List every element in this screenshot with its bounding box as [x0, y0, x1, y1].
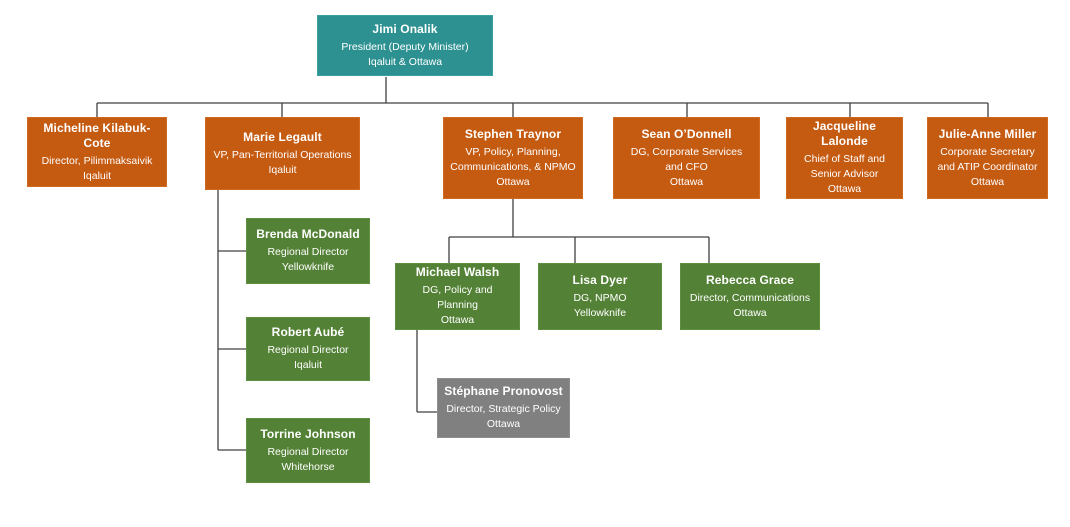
- role-line: Iqaluit: [293, 359, 323, 371]
- person-name: Stéphane Pronovost: [444, 384, 563, 398]
- role-line: Senior Advisor: [810, 168, 879, 180]
- person-roles: VP, Policy, Planning, Communications, & N…: [450, 145, 575, 190]
- person-roles: President (Deputy Minister) Iqaluit & Ott…: [341, 40, 468, 70]
- role-line: Communications, & NPMO: [450, 160, 576, 173]
- role-line: Director, Pilimmaksaivik: [41, 154, 153, 167]
- org-node-vp-policy-planning: Stephen Traynor VP, Policy, Planning, Com…: [443, 117, 583, 199]
- person-name: Sean O’Donnell: [641, 126, 732, 141]
- role-line: Ottawa: [486, 418, 521, 430]
- person-name: Rebecca Grace: [705, 272, 795, 287]
- role-line: DG, Corporate Services: [630, 145, 743, 158]
- role-line: Regional Director: [267, 445, 349, 458]
- role-line: Regional Director: [267, 344, 349, 356]
- person-name: Jacqueline Lalonde: [812, 119, 877, 148]
- role-line: Ottawa: [440, 314, 475, 326]
- role-line: Ottawa: [970, 175, 1005, 188]
- role-line: Chief of Staff and: [804, 153, 885, 165]
- person-name: Stephen Traynor: [464, 126, 562, 141]
- role-line: Iqaluit & Ottawa: [367, 55, 443, 68]
- role-line: DG, NPMO: [573, 291, 627, 304]
- role-line: Director, Strategic Policy: [446, 403, 561, 415]
- role-line: Whitehorse: [281, 460, 335, 473]
- role-line: Ottawa: [827, 183, 862, 195]
- person-name: Jimi Onalik: [372, 21, 438, 36]
- person-name: Lisa Dyer: [572, 272, 628, 287]
- person-name: Robert Aubé: [271, 325, 345, 339]
- person-roles: DG, Corporate Services and CFO Ottawa: [631, 145, 742, 190]
- org-node-director-strategic-policy: Stéphane Pronovost Director, Strategic P…: [437, 378, 570, 438]
- org-node-vp-pan-territorial: Marie Legault VP, Pan-Territorial Operat…: [205, 117, 360, 190]
- org-node-president: Jimi Onalik President (Deputy Minister) I…: [317, 15, 493, 76]
- role-line: Regional Director: [267, 246, 349, 258]
- person-roles: DG, NPMO Yellowknife: [573, 291, 626, 321]
- role-line: DG, Policy and Planning: [422, 284, 493, 311]
- org-node-dg-npmo: Lisa Dyer DG, NPMO Yellowknife: [538, 263, 662, 330]
- person-name: Torrine Johnson: [260, 426, 356, 441]
- org-node-dg-corporate-services: Sean O’Donnell DG, Corporate Services and…: [613, 117, 760, 199]
- person-name: Michael Walsh: [415, 265, 500, 279]
- person-name: Brenda McDonald: [256, 227, 360, 241]
- role-line: Director, Communications: [689, 291, 811, 304]
- person-name: Marie Legault: [243, 129, 322, 144]
- role-line: Iqaluit: [82, 169, 111, 182]
- role-line: Ottawa: [669, 175, 704, 188]
- org-node-corporate-secretary: Julie-Anne Miller Corporate Secretary and…: [927, 117, 1048, 199]
- person-name: Julie-Anne Miller: [938, 126, 1037, 141]
- role-line: Ottawa: [733, 306, 767, 319]
- role-line: and ATIP Coordinator: [937, 160, 1038, 173]
- role-line: VP, Policy, Planning,: [465, 145, 561, 158]
- role-line: Yellowknife: [573, 306, 627, 319]
- role-line: Corporate Secretary: [940, 145, 1035, 158]
- role-line: VP, Pan-Territorial Operations: [213, 148, 352, 161]
- role-line: Ottawa: [496, 175, 530, 188]
- role-line: and CFO: [665, 160, 708, 173]
- role-line: President (Deputy Minister): [341, 40, 469, 53]
- role-line: Yellowknife: [281, 261, 335, 273]
- role-line: Iqaluit: [268, 163, 297, 176]
- org-node-director-pilimmaksaivik: Micheline Kilabuk-Cote Director, Pilimma…: [27, 117, 167, 187]
- person-name: Micheline Kilabuk-Cote: [43, 120, 151, 150]
